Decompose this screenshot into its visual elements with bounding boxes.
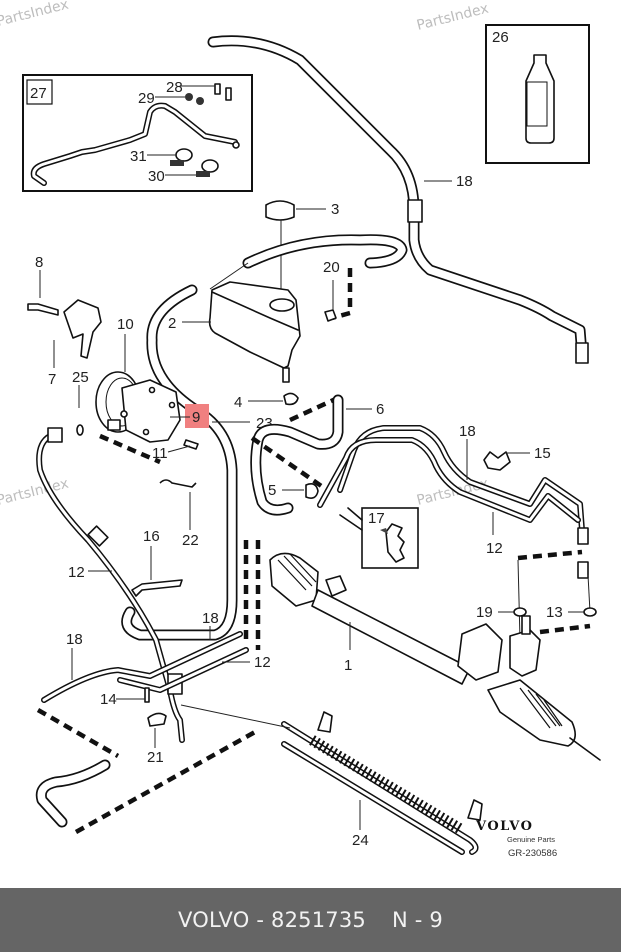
callout-25[interactable]: 25 <box>72 369 89 386</box>
callout-9[interactable]: 9 <box>192 409 200 426</box>
inset-17-clip: 17 <box>339 507 419 569</box>
callout-12[interactable]: 12 <box>68 564 85 581</box>
inset-27-pipe-kit: 27 28 29 31 30 <box>22 74 253 192</box>
watermark: PartsIndex <box>415 476 490 509</box>
callout-5[interactable]: 5 <box>268 482 276 499</box>
callout-13[interactable]: 13 <box>546 604 563 621</box>
position-caption: N - 9 <box>391 908 443 932</box>
bolt-8 <box>27 303 59 316</box>
callout-15[interactable]: 15 <box>534 445 551 462</box>
watermark: PartsIndex <box>415 1 490 34</box>
genuine-parts-label: Genuine Parts <box>507 835 555 844</box>
callout-22[interactable]: 22 <box>182 532 199 549</box>
volvo-logo: VOLVO <box>475 819 533 834</box>
callout-8[interactable]: 8 <box>35 254 43 271</box>
callout-30[interactable]: 30 <box>148 168 165 185</box>
callout-19[interactable]: 19 <box>476 604 493 621</box>
watermark: PartsIndex <box>0 0 70 30</box>
callout-11[interactable]: 11 <box>152 445 168 462</box>
footer-position-number: 9 <box>429 908 443 932</box>
reservoir-cap <box>265 200 295 221</box>
callout-10[interactable]: 10 <box>117 316 134 333</box>
callout-1[interactable]: 1 <box>344 657 352 674</box>
clamp-5 <box>305 483 319 499</box>
callout-18[interactable]: 18 <box>66 631 83 648</box>
steering-rack <box>269 552 601 761</box>
callout-7[interactable]: 7 <box>48 371 56 388</box>
callout-18[interactable]: 18 <box>459 423 476 440</box>
oil-cooler <box>281 711 483 855</box>
callout-18[interactable]: 18 <box>202 610 219 627</box>
callout-14[interactable]: 14 <box>100 691 117 708</box>
callout-2[interactable]: 2 <box>168 315 176 332</box>
footer-separator: - <box>256 908 265 932</box>
callout-4[interactable]: 4 <box>234 394 242 411</box>
callout-12[interactable]: 12 <box>486 540 503 557</box>
bracket-7 <box>63 299 102 359</box>
callout-31[interactable]: 31 <box>130 148 147 165</box>
callout-6[interactable]: 6 <box>376 401 384 418</box>
callout-16[interactable]: 16 <box>143 528 160 545</box>
callout-27[interactable]: 27 <box>30 85 47 102</box>
callout-21[interactable]: 21 <box>147 749 164 766</box>
power-steering-pump <box>95 371 181 443</box>
callout-29[interactable]: 29 <box>138 90 155 107</box>
callout-3[interactable]: 3 <box>331 201 339 218</box>
callout-26[interactable]: 26 <box>492 29 509 46</box>
part-info-footer: VOLVO - 8251735 N - 9 <box>0 888 621 952</box>
footer-position-prefix: N <box>391 908 408 932</box>
drawing-number: GR-230586 <box>508 848 557 859</box>
inset-26-fluid-bottle: 26 <box>485 24 590 164</box>
callout-28[interactable]: 28 <box>166 79 183 96</box>
clamp-4 <box>283 392 299 406</box>
footer-brand: VOLVO <box>178 908 250 932</box>
callout-20[interactable]: 20 <box>323 259 340 276</box>
part-number-caption: VOLVO - 8251735 <box>178 908 366 932</box>
callout-24[interactable]: 24 <box>352 832 369 849</box>
power-steering-parts-diagram: PartsIndex PartsIndex PartsIndex PartsIn… <box>0 0 601 859</box>
footer-part-number: 8251735 <box>271 908 366 932</box>
callout-18[interactable]: 18 <box>456 173 473 190</box>
callout-17[interactable]: 17 <box>368 510 385 527</box>
highlight-9 <box>185 404 209 428</box>
callout-12[interactable]: 12 <box>254 654 271 671</box>
hose-fitting <box>407 199 423 223</box>
